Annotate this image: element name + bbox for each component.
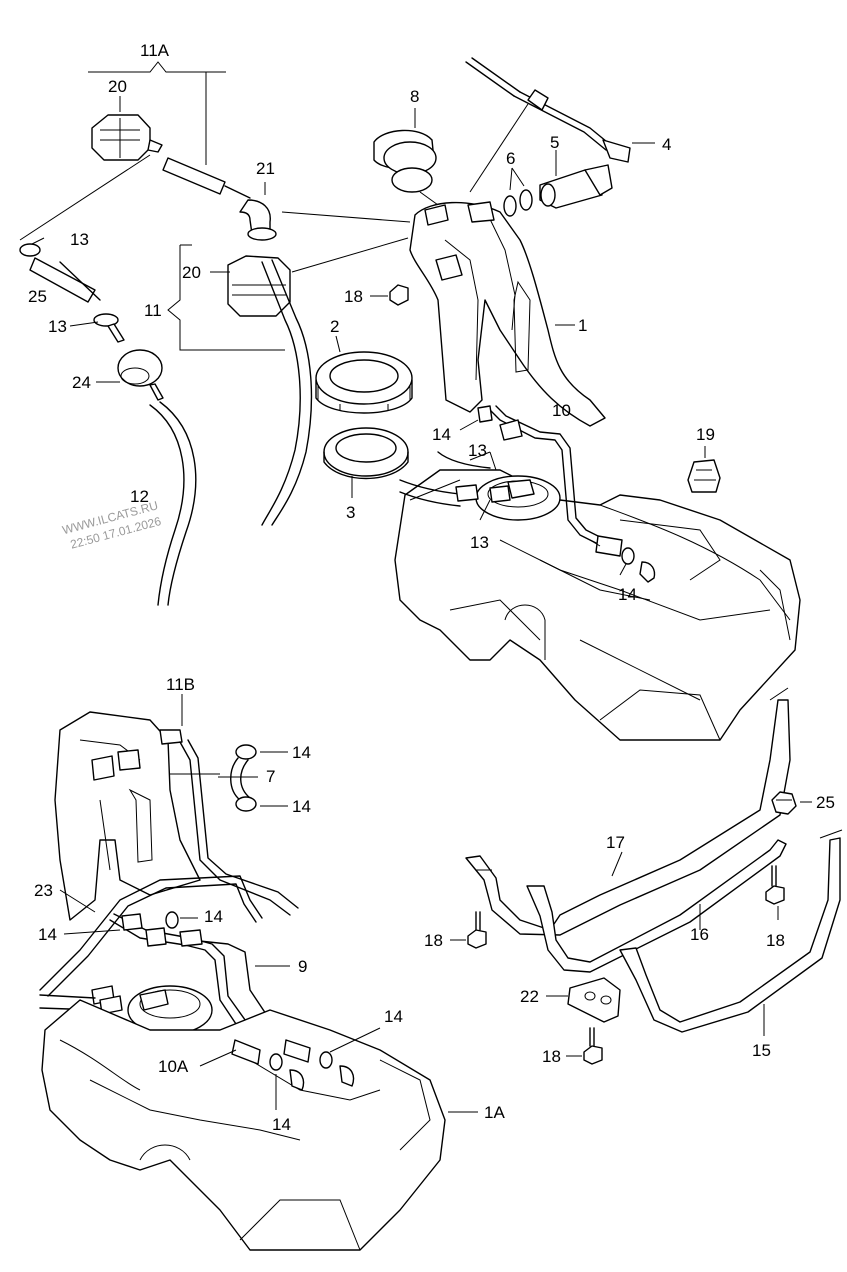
label-14: 14 xyxy=(38,925,57,944)
label-10: 10 xyxy=(552,401,571,420)
label-18: 18 xyxy=(766,931,785,950)
label-13: 13 xyxy=(470,533,489,552)
fuel-lines-top xyxy=(399,405,656,583)
label-2: 2 xyxy=(330,317,339,336)
label-10A: 10A xyxy=(158,1057,189,1076)
fuel-lines-bottom xyxy=(39,875,301,1051)
label-11: 11 xyxy=(144,301,162,320)
label-22: 22 xyxy=(520,987,539,1006)
label-14: 14 xyxy=(618,585,637,604)
vent-hose-upper xyxy=(162,157,251,199)
label-16: 16 xyxy=(690,925,709,944)
label-20: 20 xyxy=(182,263,201,282)
fuel-cap-8 xyxy=(373,108,437,193)
label-8: 8 xyxy=(410,87,419,106)
fuel-tank-1A xyxy=(41,999,478,1251)
label-11B: 11B xyxy=(166,675,195,694)
label-13: 13 xyxy=(48,317,67,336)
label-18: 18 xyxy=(344,287,363,306)
filler-neck-1A xyxy=(54,711,201,921)
strap-15 xyxy=(619,829,843,1036)
label-25: 25 xyxy=(28,287,47,306)
label-18: 18 xyxy=(542,1047,561,1066)
label-12: 12 xyxy=(130,487,149,506)
pump-flange-top xyxy=(475,475,561,521)
bracket-22 xyxy=(546,977,621,1023)
bracket-11A xyxy=(19,61,226,241)
label-14: 14 xyxy=(292,743,311,762)
leader-20-neck xyxy=(291,237,409,273)
label-13: 13 xyxy=(468,441,487,460)
label-15: 15 xyxy=(752,1041,771,1060)
label-24: 24 xyxy=(72,373,91,392)
bracket-11 xyxy=(167,244,285,351)
fuel-tank-1 xyxy=(394,469,801,741)
label-6: 6 xyxy=(506,149,515,168)
vent-line-11B-outer xyxy=(187,739,299,909)
lock-ring-2 xyxy=(315,335,413,414)
part-labels: 11A 20 13 25 13 24 12 21 20 11 8 18 6 5 … xyxy=(28,41,835,1134)
bolt-18b xyxy=(450,911,487,949)
filler-cap-20b xyxy=(227,255,313,526)
label-14: 14 xyxy=(204,907,223,926)
bolt-18d xyxy=(566,1027,603,1065)
cable-4 xyxy=(465,57,655,193)
o-rings-6 xyxy=(503,167,533,217)
vent-line-11B xyxy=(179,741,291,916)
label-14: 14 xyxy=(292,797,311,816)
leader-21-neck xyxy=(281,211,411,223)
nut-25b xyxy=(771,791,812,815)
label-17: 17 xyxy=(606,833,625,852)
label-23: 23 xyxy=(34,881,53,900)
filler-neck xyxy=(409,201,606,427)
label-13: 13 xyxy=(70,230,89,249)
label-19: 19 xyxy=(696,425,715,444)
label-11A: 11A xyxy=(140,41,170,60)
label-14: 14 xyxy=(272,1115,291,1134)
label-20: 20 xyxy=(108,77,127,96)
label-4: 4 xyxy=(662,135,671,154)
label-1: 1 xyxy=(578,316,587,335)
strap-17 xyxy=(465,687,791,936)
label-7: 7 xyxy=(266,767,275,786)
strap-16 xyxy=(526,839,787,973)
label-3: 3 xyxy=(346,503,355,522)
elbow-21 xyxy=(239,182,277,241)
label-14: 14 xyxy=(384,1007,403,1026)
filler-cap-20a xyxy=(91,114,163,161)
vent-assembly-left xyxy=(19,243,164,401)
watermark: WWW.ILCATS.RU 22:50 17.01.2026 xyxy=(61,498,163,551)
label-21: 21 xyxy=(256,159,275,178)
hose-7 xyxy=(170,744,288,812)
seal-3 xyxy=(323,427,409,498)
connector-5 xyxy=(539,150,613,209)
cap-19 xyxy=(687,446,721,493)
label-5: 5 xyxy=(550,133,559,152)
label-18: 18 xyxy=(424,931,443,950)
label-25: 25 xyxy=(816,793,835,812)
leaders-top xyxy=(31,96,627,576)
pump-flange-bottom xyxy=(39,985,213,1035)
label-14: 14 xyxy=(432,425,451,444)
bolt-18a xyxy=(370,284,409,306)
label-9: 9 xyxy=(298,957,307,976)
label-1A: 1A xyxy=(484,1103,505,1122)
bolt-18c xyxy=(765,865,785,920)
hose-12 xyxy=(149,401,197,606)
